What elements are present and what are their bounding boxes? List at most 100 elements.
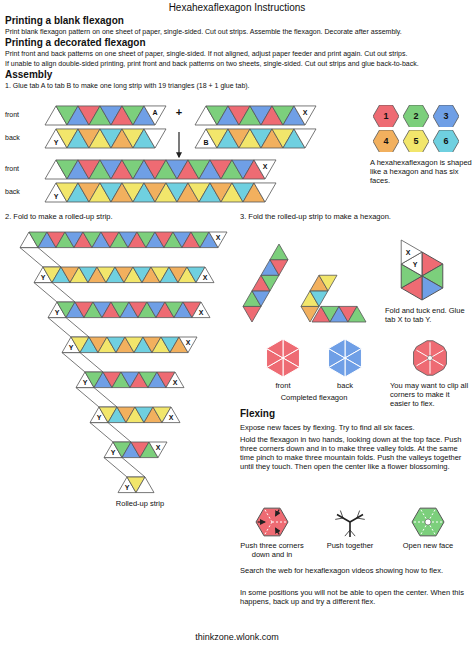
folded-strip xyxy=(312,306,366,322)
section-heading: Printing a blank flexagon xyxy=(5,15,124,27)
rolled-strip-row xyxy=(118,477,154,493)
front-strip xyxy=(195,106,316,125)
tab-letter: X xyxy=(406,249,411,256)
rolled-strip-row xyxy=(90,407,180,423)
strip-fold xyxy=(62,353,103,372)
tab-letter: A xyxy=(152,109,157,116)
push-arrow xyxy=(276,528,280,534)
folded-strip xyxy=(348,306,366,322)
legend-swatch xyxy=(373,105,399,128)
icon-caption: Push three corners down and in xyxy=(234,541,310,559)
rolled-strip-row xyxy=(62,337,197,353)
note-text: A hexahexaflexagon is shaped like a hexa… xyxy=(370,158,472,185)
strip-fold xyxy=(48,318,89,337)
mountain-fold xyxy=(264,508,272,522)
face-number: 1 xyxy=(373,105,399,128)
rolled-strip-row xyxy=(209,232,227,248)
step-text: 3. Fold the rolled-up strip to make a he… xyxy=(240,212,472,221)
back-strip xyxy=(294,129,316,148)
folded-strip xyxy=(243,244,288,322)
tab-letter: X xyxy=(186,339,191,346)
front-face xyxy=(267,339,300,377)
face-number: 3 xyxy=(433,105,459,128)
tab-letter: Y xyxy=(413,261,418,268)
folded-strip xyxy=(319,275,337,291)
front-strip xyxy=(254,160,276,179)
legend-swatch xyxy=(403,130,429,153)
tab-letter: X xyxy=(173,379,178,386)
tab-letter: X xyxy=(169,414,174,421)
strip-fold xyxy=(90,423,131,442)
body-text: If unable to align double-sided printing… xyxy=(5,60,471,68)
rolled-strip-row xyxy=(196,267,214,283)
strip-side-label: front xyxy=(5,165,19,173)
folded-strip xyxy=(270,260,288,276)
tab-letter: Y xyxy=(55,309,60,316)
flexing-icons xyxy=(256,508,444,537)
tab-letter: Y xyxy=(111,449,116,456)
front-strip xyxy=(45,106,166,125)
folded-strip xyxy=(270,244,288,260)
face-caption: front xyxy=(258,381,308,390)
legend-swatch xyxy=(373,130,399,153)
tab-letter: X xyxy=(303,109,308,116)
body-text: Print blank flexagon pattern on one shee… xyxy=(5,28,471,36)
push-arrow xyxy=(276,510,280,516)
tab-letter: Y xyxy=(97,414,102,421)
completed-flexagon xyxy=(267,339,447,377)
strip-side-label: back xyxy=(5,134,20,142)
back-strip xyxy=(195,129,316,148)
section-heading: Assembly xyxy=(5,69,52,81)
icon-caption: Push together xyxy=(317,541,383,550)
tab-letter: Y xyxy=(125,484,130,491)
back-strip xyxy=(254,183,276,202)
center-opening xyxy=(425,519,431,525)
face-legend-item: 6 xyxy=(433,130,459,153)
valley-fold xyxy=(335,511,343,520)
plus-sign: + xyxy=(171,106,187,119)
glue-tab xyxy=(401,240,422,264)
front-strip xyxy=(45,160,276,179)
tab-letter: X xyxy=(156,444,161,451)
back-strip xyxy=(45,183,276,202)
tab-letter: Y xyxy=(69,344,74,351)
face-legend-item: 3 xyxy=(433,105,459,128)
back-strip xyxy=(45,129,166,148)
rolled-strip-row xyxy=(48,302,210,318)
strip-fold xyxy=(76,388,117,407)
rolled-strip-row xyxy=(149,442,167,458)
rolled-up-strip xyxy=(20,232,227,493)
strip-fold xyxy=(104,458,145,477)
body-text: Search the web for hexaflexagon videos s… xyxy=(240,566,472,575)
tab-letter: X xyxy=(203,274,208,281)
tab-letter: Y xyxy=(54,138,59,145)
face-caption: back xyxy=(320,381,370,390)
back-face xyxy=(329,339,345,358)
tab-letter: Y xyxy=(83,379,88,386)
strip-fold xyxy=(34,283,75,302)
face-number: 5 xyxy=(403,130,429,153)
tab-letter: X xyxy=(263,163,268,170)
strip-side-label: back xyxy=(5,188,20,196)
tab-letter: Y xyxy=(41,274,46,281)
legend-swatch xyxy=(433,105,459,128)
body-text: Print front and back patterns on one she… xyxy=(5,50,471,58)
face-number: 2 xyxy=(403,105,429,128)
icon-caption: Open new face xyxy=(393,541,463,550)
rolled-strip-row xyxy=(166,372,184,388)
rolled-strip-row xyxy=(136,477,154,493)
legend-swatch xyxy=(403,105,429,128)
rolled-strip-row xyxy=(192,302,210,318)
flex-hexagon xyxy=(256,508,288,536)
body-text: Expose new faces by flexing. Try to find… xyxy=(240,423,472,432)
legend-swatch xyxy=(433,130,459,153)
center-hole xyxy=(428,356,433,361)
valley-fold xyxy=(357,511,365,520)
tab-letter: X xyxy=(216,234,221,241)
rolled-strip-row xyxy=(20,232,227,248)
push-arrow xyxy=(258,521,265,522)
rolled-strip-row xyxy=(162,407,180,423)
tab-letter: X xyxy=(199,309,204,316)
